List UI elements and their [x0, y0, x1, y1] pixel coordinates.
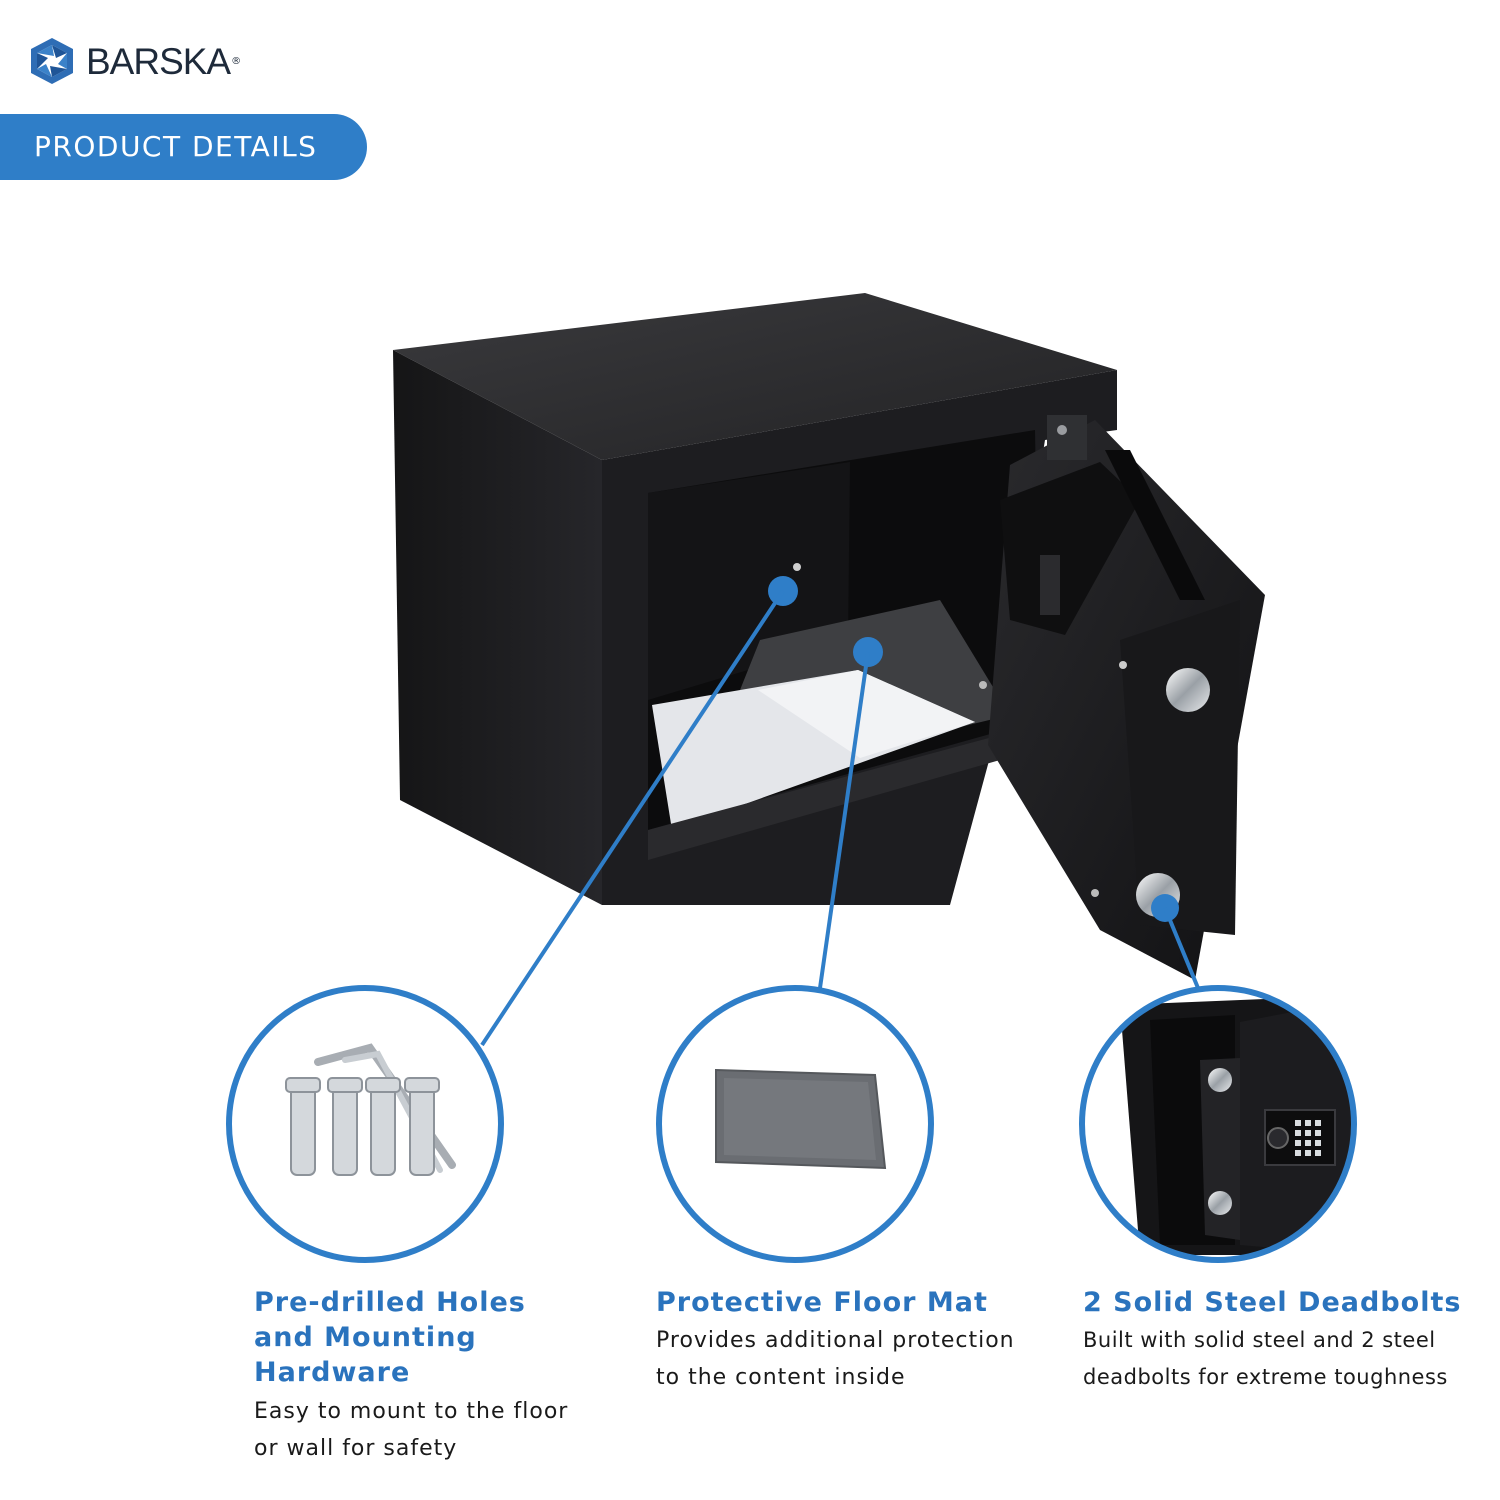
- feature-desc-line: Provides additional protection: [656, 1328, 1015, 1353]
- feature-title-line: 2 Solid Steel Deadbolts: [1083, 1287, 1462, 1318]
- feature-desc-line: to the content inside: [656, 1365, 906, 1390]
- safe-top: [393, 293, 1117, 460]
- mounting-hardware-image: [226, 985, 504, 1263]
- callout-line-deadbolt: [1163, 907, 1200, 989]
- feature-desc-mat: Provides additional protection to the co…: [656, 1322, 1015, 1396]
- deadbolt-top: [1166, 668, 1210, 712]
- callout-line-holes: [480, 589, 785, 1047]
- feature-title-line: Protective Floor Mat: [656, 1287, 988, 1318]
- barska-aperture-icon: [31, 38, 73, 84]
- feature-title-line: and Mounting: [254, 1322, 477, 1353]
- feature-title-mat: Protective Floor Mat: [656, 1285, 988, 1320]
- product-details-banner: PRODUCT DETAILS: [0, 114, 367, 180]
- feature-desc-holes: Easy to mount to the floor or wall for s…: [254, 1393, 568, 1467]
- deadbolt-detail-image: [1079, 985, 1357, 1263]
- safe-illustration: [226, 293, 1357, 1263]
- feature-title-line: Hardware: [254, 1357, 411, 1388]
- safe-side: [393, 350, 602, 905]
- registered-mark: ®: [231, 55, 242, 67]
- feature-title-holes: Pre-drilled Holes and Mounting Hardware: [254, 1285, 526, 1390]
- feature-desc-line: deadbolts for extreme toughness: [1083, 1365, 1448, 1389]
- brand-name: BARSKA: [86, 40, 231, 82]
- feature-desc-line: or wall for safety: [254, 1436, 458, 1461]
- feature-title-deadbolts: 2 Solid Steel Deadbolts: [1083, 1285, 1461, 1320]
- feature-title-line: Pre-drilled Holes: [254, 1287, 526, 1318]
- brand-logo: BARSKA ®: [26, 36, 241, 86]
- feature-desc-deadbolts: Built with solid steel and 2 steel deadb…: [1083, 1322, 1448, 1396]
- feature-desc-line: Built with solid steel and 2 steel: [1083, 1328, 1436, 1352]
- floor-mat-image: [656, 985, 934, 1263]
- callout-line-mat: [818, 651, 870, 989]
- feature-desc-line: Easy to mount to the floor: [254, 1399, 569, 1424]
